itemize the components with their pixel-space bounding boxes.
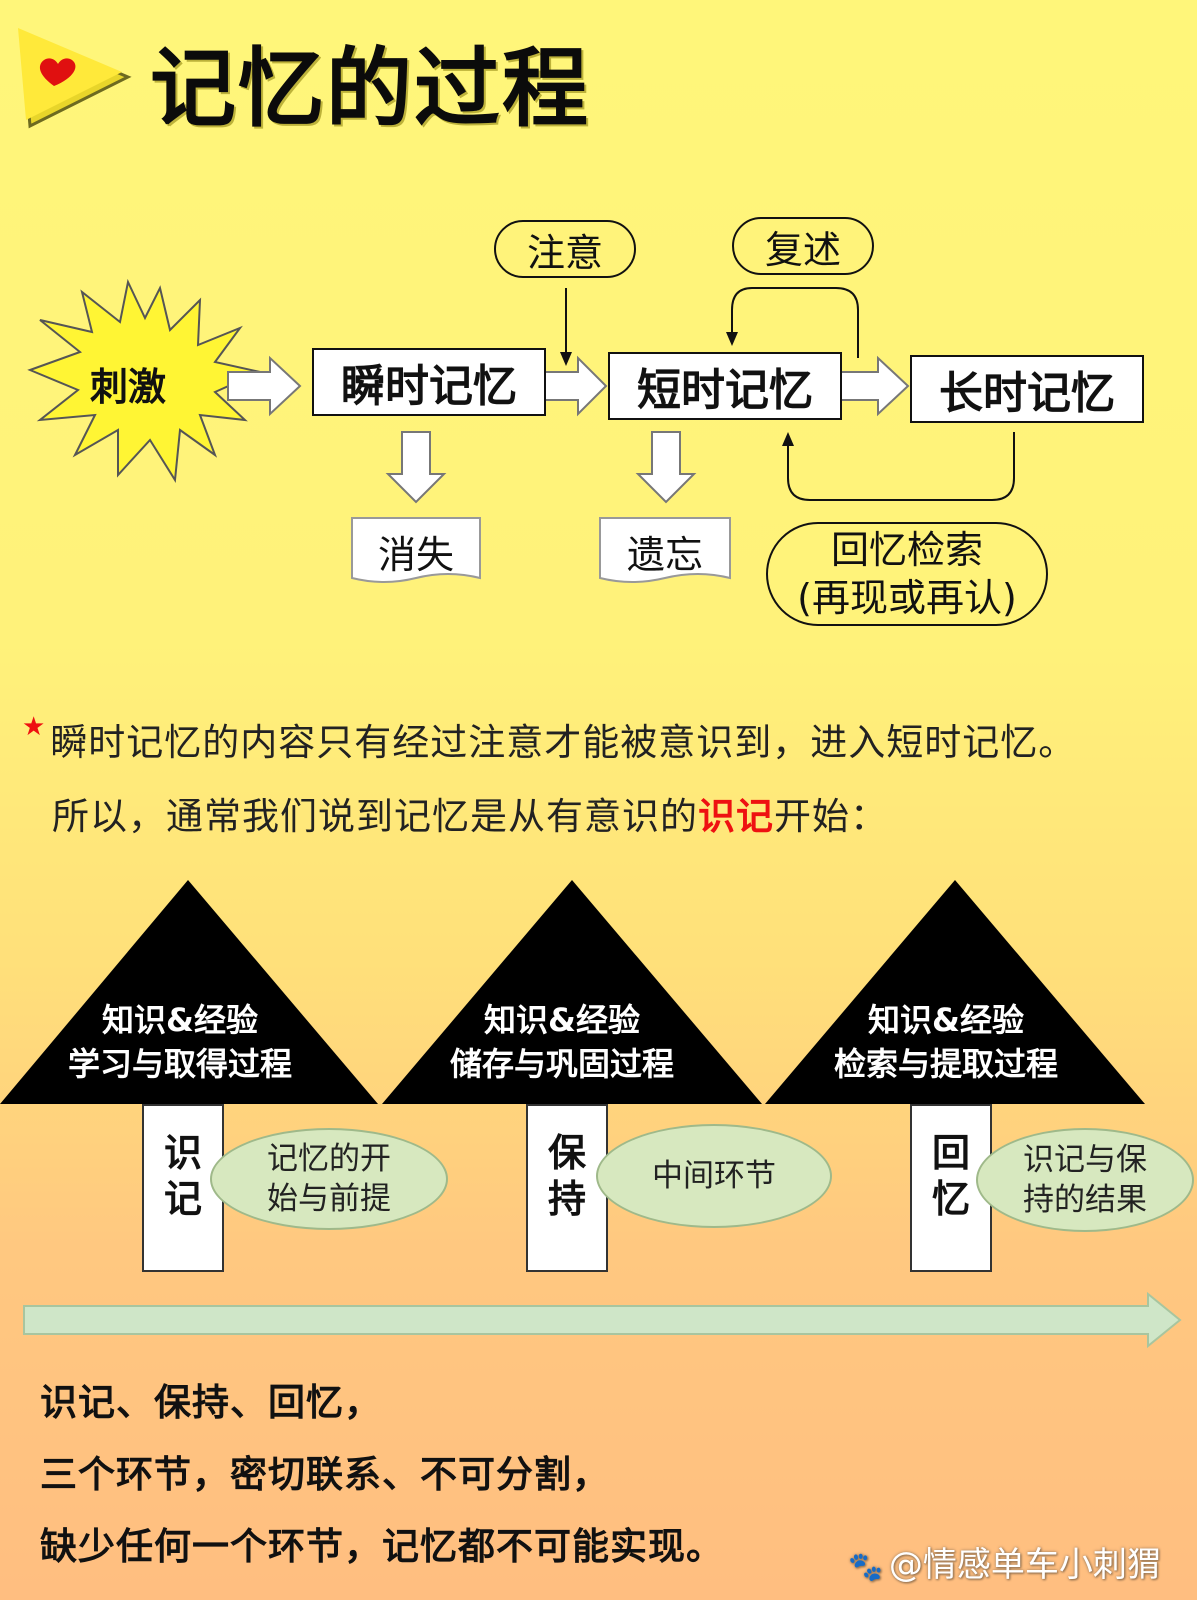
play-heart-icon	[18, 28, 132, 129]
rehearsal-pill: 复述	[732, 217, 874, 275]
retrieval-pill: 回忆检索 (再现或再认)	[766, 522, 1048, 626]
fade-banner	[351, 517, 481, 583]
stage-triangles	[0, 880, 1145, 1104]
arrow-sensory-short	[535, 355, 608, 417]
arrow-stimulus-sensory	[227, 355, 302, 417]
stage1-oval: 记忆的开 始与前提	[210, 1128, 448, 1230]
arrow-down-fade	[385, 431, 447, 504]
note-highlight: 识记	[698, 795, 774, 838]
summary-line2: 三个环节，密切联系、不可分割，	[40, 1453, 610, 1496]
stage2-title: 知识&经验 储存与巩固过程	[449, 1001, 674, 1083]
retrieval-line1: 回忆检索	[830, 528, 983, 572]
arrow-down-forget	[635, 431, 697, 504]
long-term-memory-box: 长时记忆	[910, 355, 1144, 423]
page-title: 记忆的过程	[150, 39, 590, 139]
stage3-title: 知识&经验 检索与提取过程	[833, 1001, 1058, 1083]
flow-connectors	[27, 278, 1015, 583]
forget-banner	[599, 517, 731, 583]
summary-line1: 识记、保持、回忆，	[40, 1381, 382, 1424]
triangle-retention	[382, 880, 762, 1104]
fade-label: 消失	[377, 533, 454, 577]
retrieval-line2: (再现或再认)	[797, 576, 1017, 620]
star-icon: ★	[22, 712, 47, 742]
timeline-arrow	[23, 1291, 1182, 1349]
stimulus-burst	[27, 278, 264, 484]
stage1-pole: 识 记	[142, 1104, 224, 1272]
summary-line3: 缺少任何一个环节，记忆都不可能实现。	[40, 1525, 724, 1568]
sensory-memory-box: 瞬时记忆	[312, 348, 546, 416]
paw-icon: 🐾	[848, 1550, 883, 1583]
stage2-oval: 中间环节	[596, 1124, 832, 1228]
stimulus-label: 刺激	[89, 365, 166, 409]
triangle-recall	[765, 880, 1145, 1104]
short-term-memory-box: 短时记忆	[608, 352, 842, 420]
stage1-title: 知识&经验 学习与取得过程	[67, 1001, 292, 1083]
stage3-oval: 识记与保 持的结果	[976, 1128, 1194, 1232]
note-line1: ★瞬时记忆的内容只有经过注意才能被意识到，进入短时记忆。	[22, 712, 1077, 764]
forget-label: 遗忘	[626, 533, 703, 577]
triangle-encoding	[0, 880, 378, 1104]
note-line2: 所以，通常我们说到记忆是从有意识的识记开始：	[52, 795, 888, 838]
attention-pill: 注意	[494, 220, 636, 278]
stage2-pole: 保 持	[526, 1104, 608, 1272]
watermark: 🐾@情感单车小刺猬	[848, 1545, 1161, 1585]
